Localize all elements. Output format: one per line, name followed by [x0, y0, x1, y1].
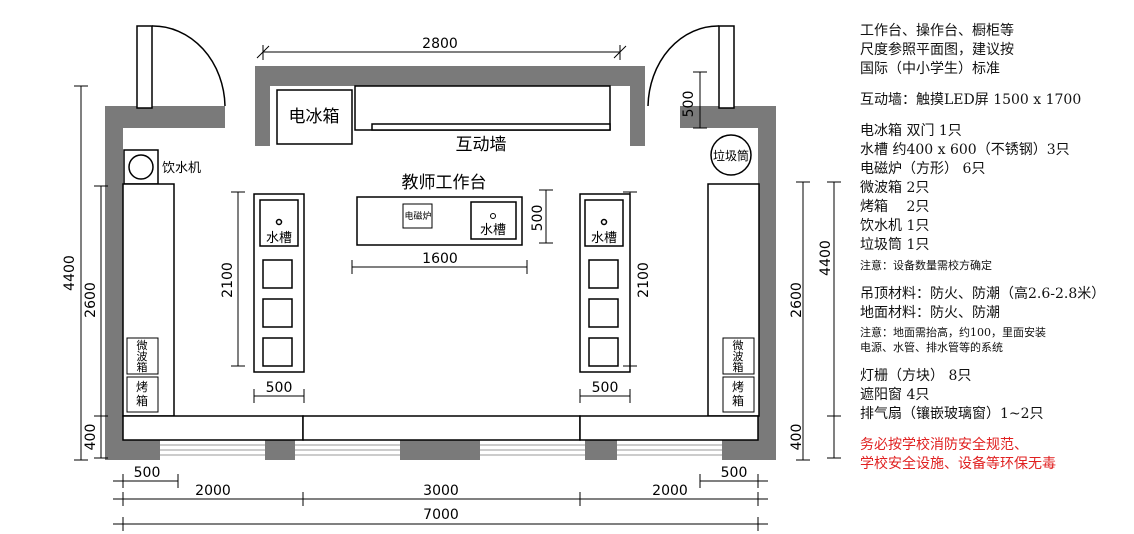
material-line: 吊顶材料：防火、防潮（高2.6-2.8米）	[860, 286, 1106, 302]
dim-right-400: 400	[789, 424, 805, 451]
note-materials: 吊顶材料：防火、防潮（高2.6-2.8米） 地面材料：防火、防潮	[860, 285, 1132, 323]
dim-bottom-3000: 3000	[423, 483, 459, 499]
equipment-item: 垃圾筒 1只	[860, 237, 930, 253]
note-line: 工作台、操作台、橱柜等	[860, 23, 1014, 39]
door-left	[136, 25, 226, 109]
equipment-item: 电冰箱 双门 1只	[860, 123, 962, 139]
island-left	[253, 193, 305, 373]
walls	[105, 66, 776, 460]
note-line: 国际（中小学生）标准	[860, 61, 1000, 77]
dim-right-4400: 4400	[818, 240, 834, 276]
windows	[160, 440, 722, 460]
equipment-item: 电磁炉（方形） 6只	[860, 161, 986, 177]
dim-bottom-2000-left: 2000	[195, 483, 231, 499]
dispenser-label: 饮水机	[162, 161, 201, 176]
note-floor: 注意：地面需抬高，约100，里面安装 电源、水管、排水管等的系统	[860, 325, 1132, 355]
equipment-item: 饮水机 1只	[860, 218, 930, 234]
dim-bench-left-500: 500	[266, 380, 293, 396]
teacher-desk-label: 教师工作台	[402, 173, 487, 193]
dim-left-2600: 2600	[83, 282, 99, 318]
fixture-line: 遮阳窗 4只	[860, 387, 930, 403]
dim-bottom-500-right: 500	[721, 465, 748, 481]
dim-desk-1600: 1600	[422, 251, 458, 267]
island-right	[579, 193, 631, 373]
equipment-item: 水槽 约400 x 600（不锈钢）3只	[860, 142, 1070, 158]
warning-line: 务必按学校消防安全规范、	[860, 437, 1028, 453]
dim-bottom-7000: 7000	[423, 507, 459, 523]
microwave-left-2: 波	[137, 350, 148, 363]
microwave-left-1: 微	[137, 338, 148, 352]
dim-right-2600: 2600	[789, 282, 805, 318]
door-right	[647, 25, 735, 109]
note-fixtures: 灯栅（方块） 8只 遮阳窗 4只 排气扇（镶嵌玻璃窗）1~2只	[860, 367, 1132, 424]
note-line: 尺度参照平面图，建议按	[860, 42, 1014, 58]
bottom-counter	[122, 415, 759, 441]
dim-bench-right-500: 500	[592, 380, 619, 396]
note-wall: 互动墙：触摸LED屏 1500 x 1700	[860, 92, 1082, 108]
dim-bottom-500-left: 500	[134, 465, 161, 481]
microwave-right-3: 箱	[733, 360, 744, 374]
sink-left-label: 水槽	[266, 231, 292, 246]
dim-left-4400: 4400	[62, 255, 78, 291]
dim-door-500: 500	[681, 91, 697, 118]
induction-label: 电磁炉	[404, 210, 431, 222]
fixture-line: 排气扇（镶嵌玻璃窗）1~2只	[860, 406, 1044, 422]
fixture-line: 灯栅（方块） 8只	[860, 368, 972, 384]
notes-panel: 工作台、操作台、橱柜等 尺度参照平面图，建议按 国际（中小学生）标准 互动墙：触…	[860, 22, 1132, 474]
equipment-item: 微波箱 2只	[860, 180, 930, 196]
sink-right-label: 水槽	[591, 231, 617, 246]
floor-note-line: 电源、水管、排水管等的系统	[860, 341, 1003, 354]
note-equipment-note: 注意：设备数量需校方确定	[860, 259, 992, 272]
microwave-right-1: 微	[733, 338, 744, 352]
note-standard: 工作台、操作台、橱柜等 尺度参照平面图，建议按 国际（中小学生）标准	[860, 22, 1132, 79]
oven-right-1: 烤	[732, 379, 744, 394]
oven-left-1: 烤	[136, 379, 148, 394]
dimension-lines	[74, 45, 841, 531]
microwave-right-2: 波	[733, 350, 744, 363]
interactive-wall-label: 互动墙	[456, 135, 507, 155]
warning-line: 学校安全设施、设备等环保无毒	[860, 456, 1056, 472]
dim-desk-500: 500	[530, 205, 546, 232]
dim-bench-right-2100: 2100	[636, 262, 652, 298]
dim-top-2800: 2800	[422, 36, 458, 52]
note-equipment: 电冰箱 双门 1只 水槽 约400 x 600（不锈钢）3只 电磁炉（方形） 6…	[860, 122, 1132, 255]
material-line: 地面材料：防火、防潮	[860, 305, 1000, 321]
microwave-left-3: 箱	[137, 360, 148, 374]
note-warning: 务必按学校消防安全规范、 学校安全设施、设备等环保无毒	[860, 436, 1132, 474]
floor-note-line: 注意：地面需抬高，约100，里面安装	[860, 326, 1046, 339]
trash-label: 垃圾筒	[713, 148, 749, 163]
dim-left-400: 400	[83, 424, 99, 451]
oven-right-2: 箱	[732, 393, 744, 408]
equipment-item: 烤箱 2只	[860, 199, 930, 215]
interactive-wall	[354, 85, 611, 131]
sink-center-label: 水槽	[480, 223, 506, 238]
fridge-label: 电冰箱	[289, 107, 340, 127]
oven-left-2: 箱	[136, 393, 148, 408]
dim-bottom-2000-right: 2000	[652, 483, 688, 499]
dim-bench-left-2100: 2100	[220, 262, 236, 298]
